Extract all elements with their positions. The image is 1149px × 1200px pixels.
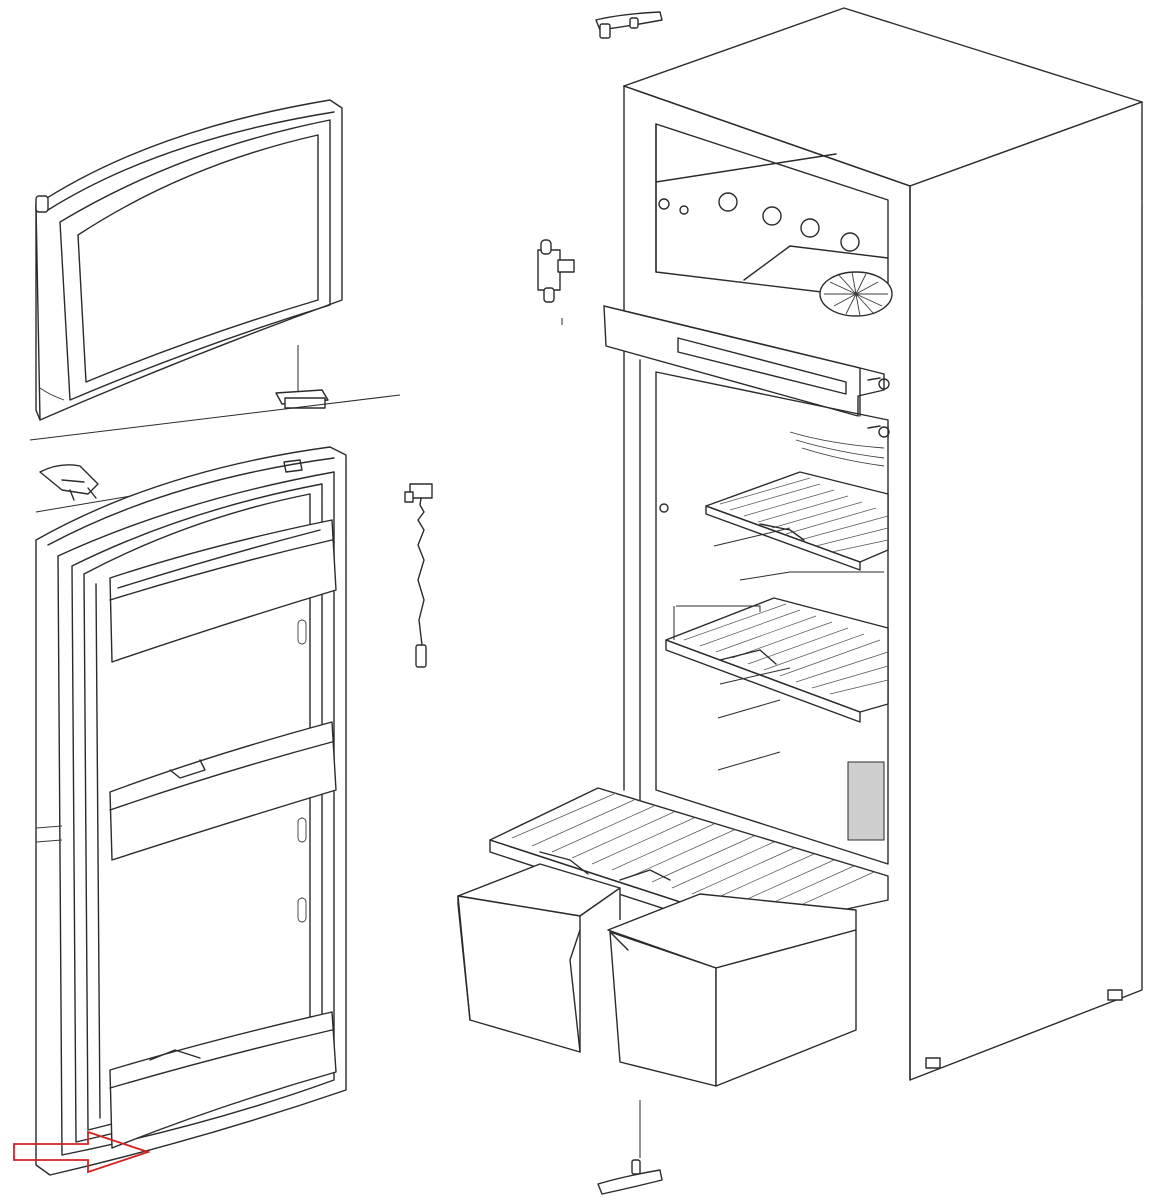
- door-bottom-bin: [109, 1011, 337, 1149]
- freezer-hinge-pin: [275, 345, 329, 409]
- right-arrow-icon: [13, 1130, 151, 1174]
- door-slots: [297, 619, 307, 923]
- door-shelf-middle: [109, 721, 337, 861]
- sensor-cable: [404, 483, 433, 668]
- shelf-middle: [665, 597, 889, 723]
- guide-line: [29, 394, 401, 441]
- fridge-cabinet: [603, 7, 1143, 1081]
- shelf-top: [705, 471, 889, 571]
- top-hinge: [595, 11, 663, 39]
- door-shelf-top: [109, 519, 337, 663]
- crisper-drawer-left: [457, 863, 621, 1053]
- door-hinge-bracket: [39, 464, 99, 501]
- freezer-door: [35, 99, 343, 421]
- leader-lines: [673, 527, 884, 771]
- bottom-hinge: [597, 1100, 663, 1195]
- middle-hinge: [537, 239, 575, 303]
- crisper-drawer-right: [607, 893, 857, 1087]
